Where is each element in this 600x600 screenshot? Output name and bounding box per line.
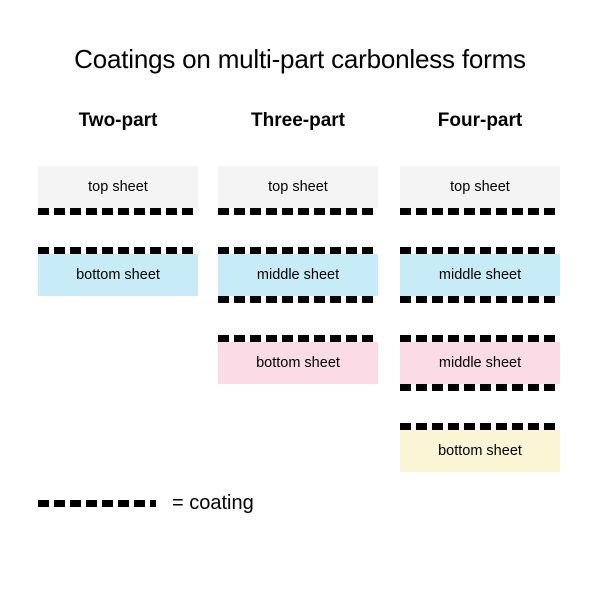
coating-line (400, 296, 560, 303)
sheet-unit: middle sheet (218, 246, 378, 334)
legend: = coating (38, 490, 254, 516)
column-header-three-part: Three-part (251, 110, 345, 131)
sheet-unit: bottom sheet (400, 422, 560, 510)
column-two-part: Two-part top sheet bottom sheet (38, 0, 198, 600)
sheet-block: middle sheet (400, 342, 560, 384)
sheet-label: bottom sheet (76, 266, 160, 283)
coating-line (218, 296, 378, 303)
sheet-unit: bottom sheet (38, 246, 198, 334)
column-three-part: Three-part top sheet middle sheet (218, 0, 378, 600)
sheet-label: top sheet (450, 178, 510, 195)
sheet-label: middle sheet (438, 266, 522, 283)
sheet-label: middle sheet (438, 354, 522, 371)
diagram-title: Coatings on multi-part carbonless forms (74, 44, 526, 74)
coating-line (400, 384, 560, 391)
legend-label: = coating (172, 491, 254, 514)
coating-line (400, 335, 560, 342)
coating-line (400, 247, 560, 254)
sheet-label: middle sheet (256, 266, 340, 283)
sheet-block: bottom sheet (218, 342, 378, 384)
sheet-unit: top sheet (218, 158, 378, 246)
sheet-block: top sheet (38, 166, 198, 208)
sheet-stack-three-part: top sheet middle sheet bottom sheet (218, 158, 378, 422)
sheet-block: top sheet (400, 166, 560, 208)
sheet-block: middle sheet (218, 254, 378, 296)
coating-line (38, 208, 198, 215)
sheet-block: bottom sheet (400, 430, 560, 472)
column-header-two-part: Two-part (78, 110, 158, 131)
coating-line (218, 335, 378, 342)
coating-line (218, 208, 378, 215)
coating-line (38, 247, 198, 254)
sheet-stack-two-part: top sheet bottom sheet (38, 158, 198, 334)
column-four-part: Four-part top sheet middle sheet (400, 0, 560, 600)
coating-line (218, 247, 378, 254)
dashed-line-swatch-icon (38, 499, 156, 507)
sheet-label: bottom sheet (256, 354, 340, 371)
sheet-block: bottom sheet (38, 254, 198, 296)
sheet-block: top sheet (218, 166, 378, 208)
sheet-unit: middle sheet (400, 246, 560, 334)
sheet-unit: middle sheet (400, 334, 560, 422)
sheet-unit: top sheet (38, 158, 198, 246)
sheet-label: top sheet (268, 178, 328, 195)
sheet-label: bottom sheet (438, 442, 522, 459)
coating-line (400, 208, 560, 215)
coating-line (400, 423, 560, 430)
sheet-unit: bottom sheet (218, 334, 378, 422)
column-header-four-part: Four-part (437, 110, 523, 131)
sheet-unit: top sheet (400, 158, 560, 246)
sheet-stack-four-part: top sheet middle sheet middle sheet (400, 158, 560, 510)
sheet-block: middle sheet (400, 254, 560, 296)
sheet-label: top sheet (88, 178, 148, 195)
